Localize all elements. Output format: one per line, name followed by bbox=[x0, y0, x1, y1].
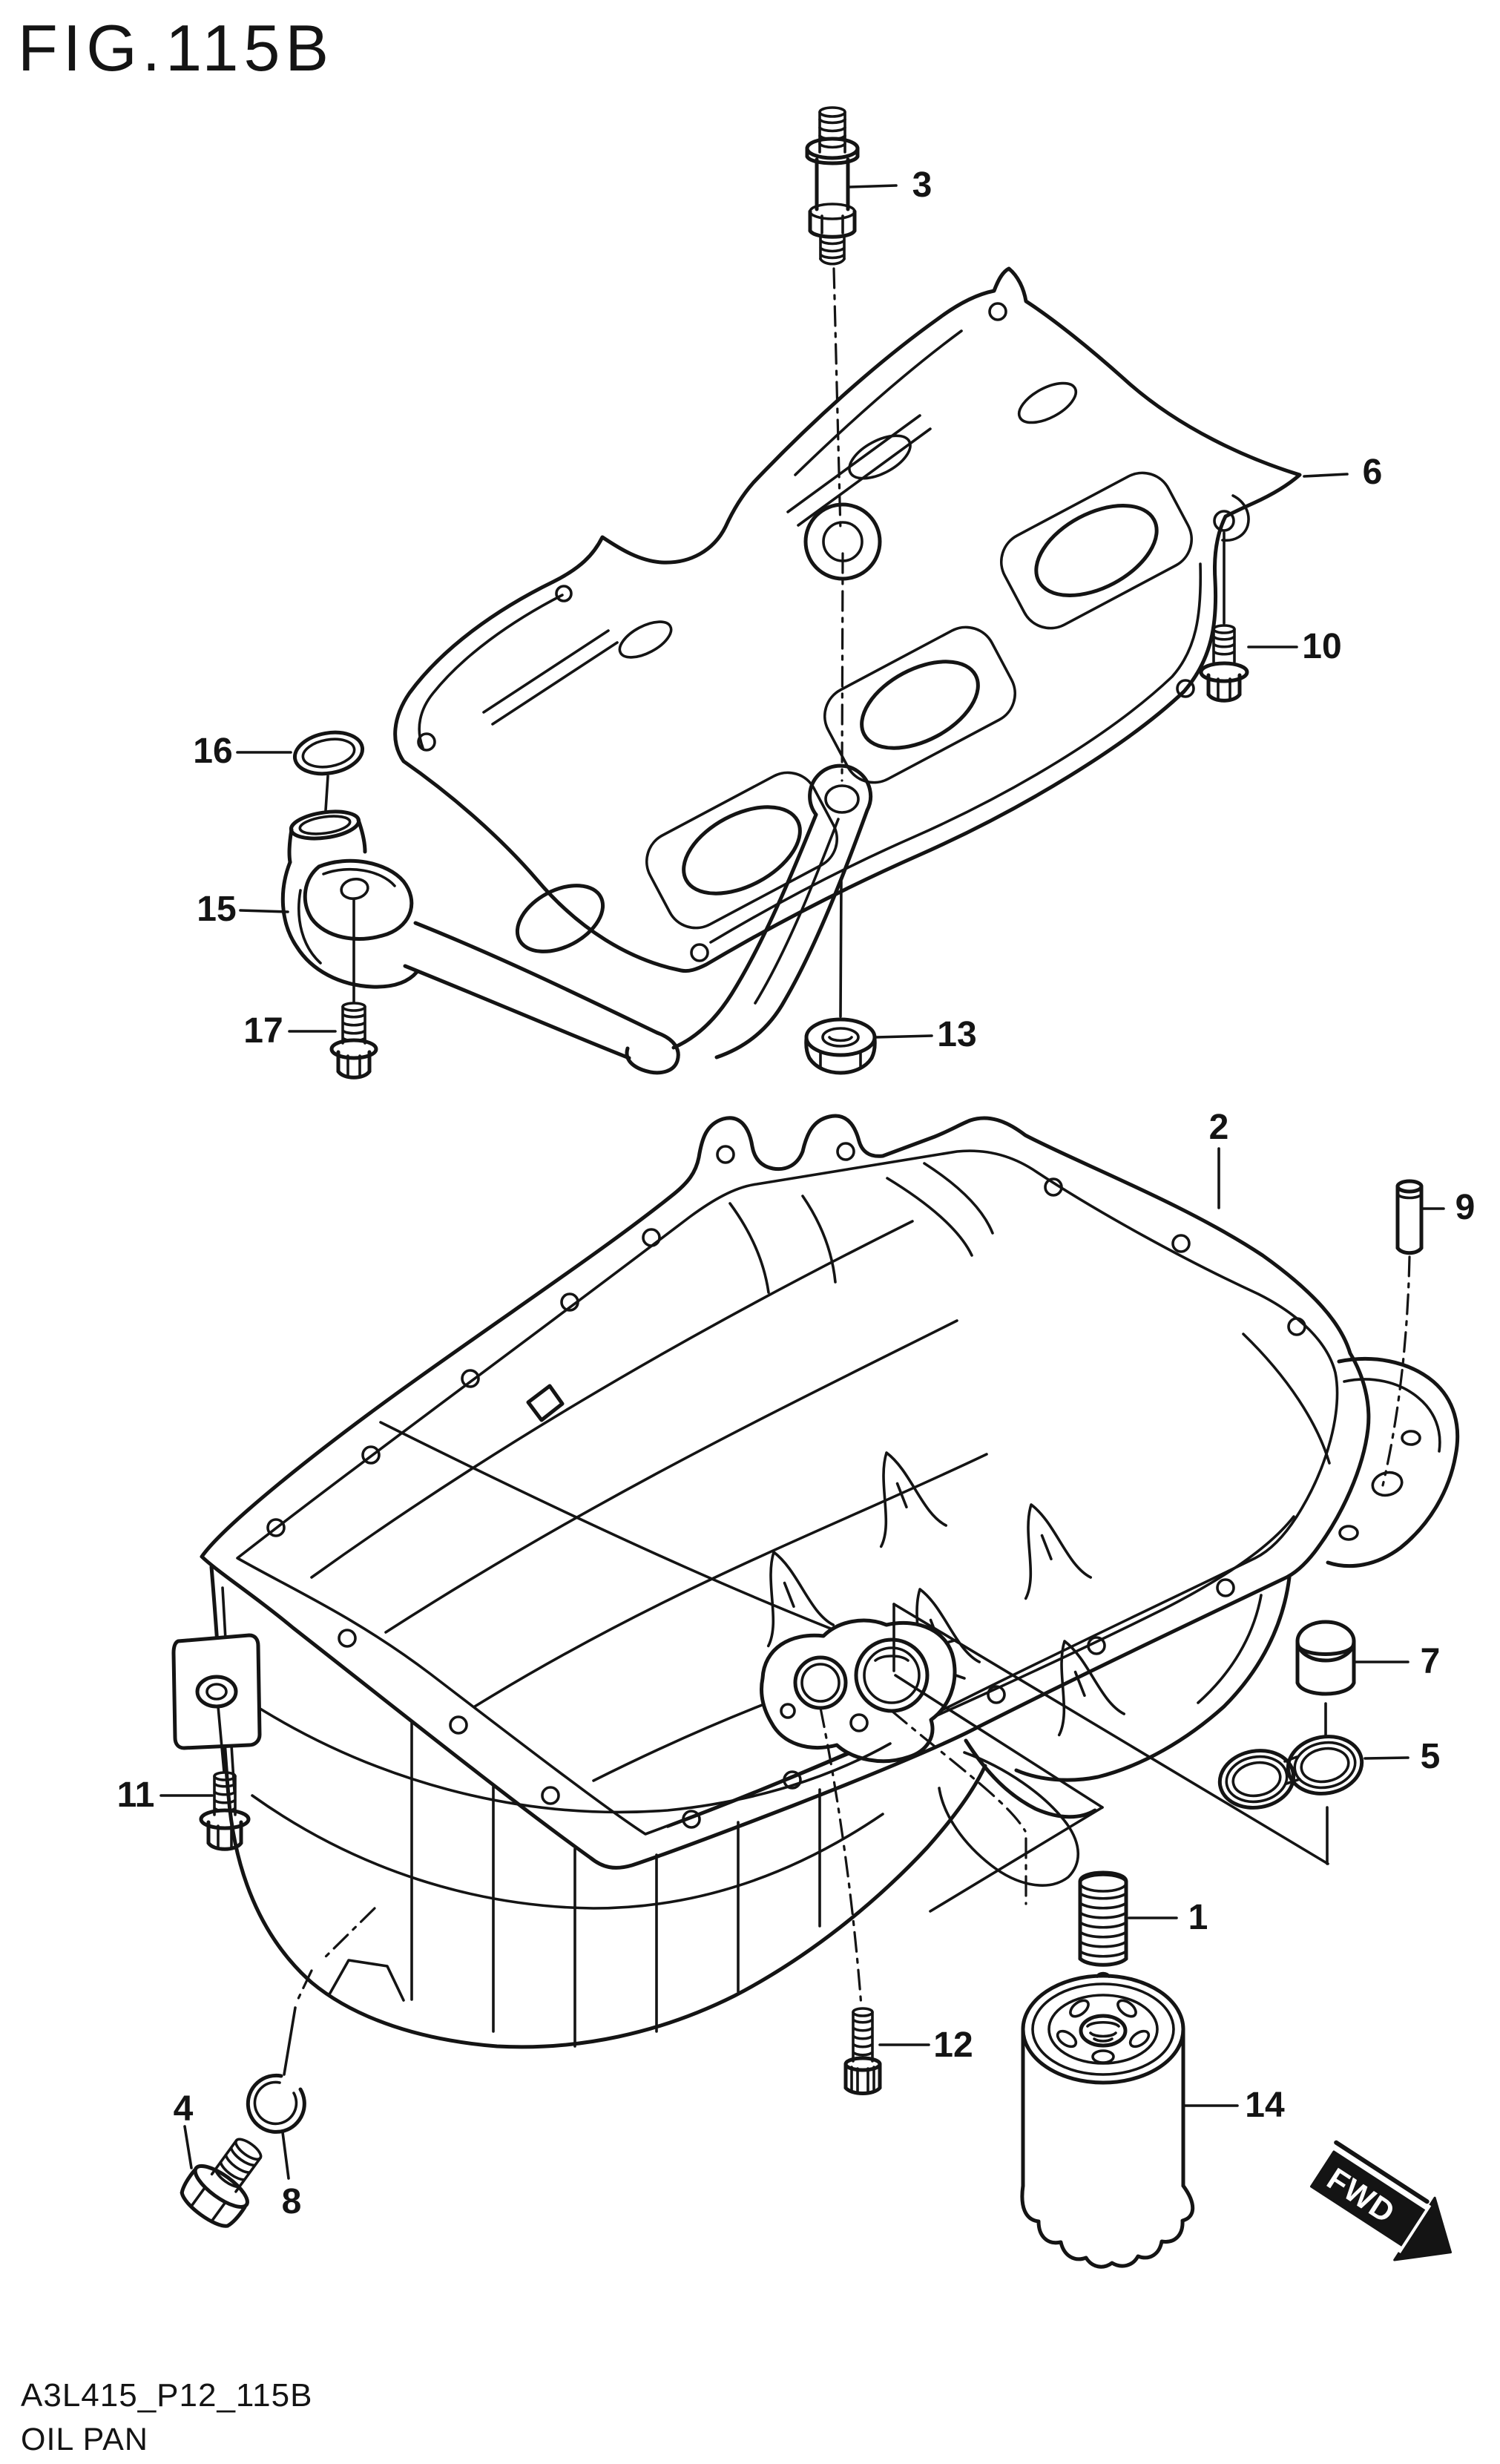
part-callout-1: 1 bbox=[1188, 1898, 1208, 1937]
part-callout-15: 15 bbox=[197, 890, 237, 929]
oil-pan-part2 bbox=[171, 1114, 1460, 2049]
oil-filter-part14 bbox=[1020, 1971, 1195, 2269]
part-callout-12: 12 bbox=[933, 2026, 973, 2065]
part-callout-11: 11 bbox=[116, 1775, 155, 1815]
drain-plug-part4 bbox=[180, 2138, 263, 2228]
bolt-part12 bbox=[843, 2007, 882, 2095]
figure-name: OIL PAN bbox=[21, 2422, 148, 2457]
gasket-part5 bbox=[1217, 1735, 1364, 1810]
part-callout-17: 17 bbox=[243, 1011, 283, 1051]
leader-lines bbox=[159, 184, 1445, 2107]
figure-code: A3L415_P12_115B bbox=[21, 2377, 313, 2414]
o-ring-part16 bbox=[292, 730, 365, 776]
part-callout-9: 9 bbox=[1455, 1188, 1476, 1227]
part-callout-16: 16 bbox=[193, 732, 233, 771]
part-callout-4: 4 bbox=[173, 2089, 194, 2129]
baffle-plate-part6 bbox=[393, 266, 1302, 973]
part-callout-3: 3 bbox=[912, 165, 932, 205]
right-bracket bbox=[1326, 1356, 1460, 1568]
flange-bolt-holes bbox=[266, 1142, 1306, 1829]
fwd-arrow: FWD bbox=[1310, 2140, 1453, 2261]
dowel-pin-part9 bbox=[1395, 1179, 1424, 1255]
part-callout-10: 10 bbox=[1302, 627, 1342, 666]
bolt-part11 bbox=[199, 1705, 251, 1851]
bolt-part17 bbox=[329, 1002, 378, 1080]
part-callout-2: 2 bbox=[1208, 1108, 1229, 1147]
gasket-part8 bbox=[246, 2073, 306, 2134]
part-callout-5: 5 bbox=[1420, 1737, 1441, 1776]
part-callout-14: 14 bbox=[1245, 2086, 1285, 2125]
part-callout-6: 6 bbox=[1362, 453, 1383, 492]
nut-part13 bbox=[804, 1017, 877, 1075]
projection-lines bbox=[892, 1603, 1329, 1913]
part-callout-8: 8 bbox=[281, 2182, 302, 2221]
union-bolt-part1 bbox=[1078, 1870, 1128, 1967]
part-callout-13: 13 bbox=[937, 1015, 977, 1054]
bolt-part10 bbox=[1199, 624, 1249, 703]
stud-bolt-part3 bbox=[805, 106, 860, 266]
cap-part7 bbox=[1295, 1620, 1356, 1696]
figure-title: FIG.115B bbox=[18, 11, 335, 85]
oil-strainer-part15 bbox=[280, 763, 873, 1075]
part-callout-7: 7 bbox=[1420, 1642, 1441, 1681]
